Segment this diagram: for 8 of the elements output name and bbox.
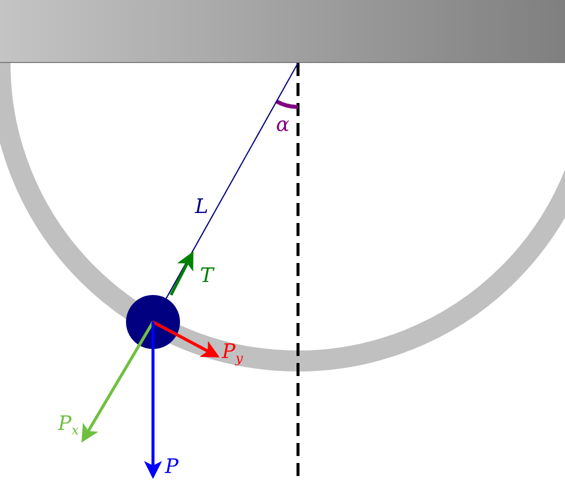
force-label: P: [165, 456, 178, 476]
force-label: α: [276, 114, 290, 134]
force-label: P$_{x}$: [58, 413, 79, 438]
force-label: T: [200, 265, 214, 285]
edge-label: L: [195, 196, 208, 216]
string-line: [166, 62, 299, 299]
ceiling-bar: [0, 0, 565, 63]
force-label: P$_{y}$: [222, 341, 243, 366]
